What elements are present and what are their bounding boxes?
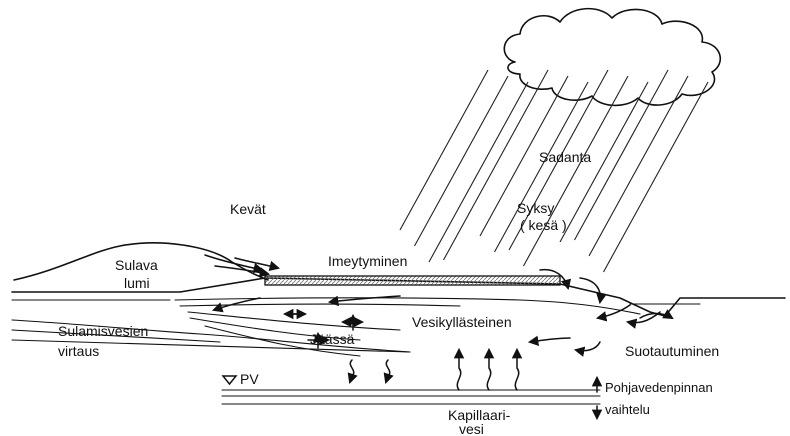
rain-lines	[400, 70, 708, 272]
infiltration-layer	[265, 276, 560, 285]
rain-line	[589, 76, 688, 256]
label-pv: PV	[240, 371, 259, 387]
label-vaihtelu: vaihtelu	[605, 402, 650, 417]
label-suotautuminen: Suotautuminen	[625, 343, 719, 359]
label-sulava: Sulava	[115, 257, 158, 273]
label-pohjavedenpinnan: Pohjavedenpinnan	[605, 380, 713, 395]
inverted-triangle-icon	[223, 376, 236, 384]
label-kesa: ( kesä )	[520, 217, 567, 233]
label-vesikyllasteinen: Vesikyllästeinen	[412, 314, 512, 330]
label-lumi: lumi	[124, 275, 150, 291]
rain-line	[415, 76, 509, 246]
label-vesi: vesi	[459, 421, 484, 436]
label-virtaus: virtaus	[58, 343, 99, 359]
rain-line	[604, 82, 709, 272]
rain-line	[429, 82, 528, 262]
label-sulamisvesien: Sulamisvesien	[58, 323, 148, 339]
rain-line	[400, 70, 488, 230]
label-sadanta: Sadanta	[539, 149, 591, 165]
label-imeytyminen: Imeytyminen	[328, 253, 407, 269]
groundwater-lines	[222, 390, 600, 404]
label-syksy: Syksy	[517, 200, 554, 216]
label-kevat: Kevät	[230, 201, 266, 217]
label-jaassa: Jäässä	[310, 331, 355, 347]
